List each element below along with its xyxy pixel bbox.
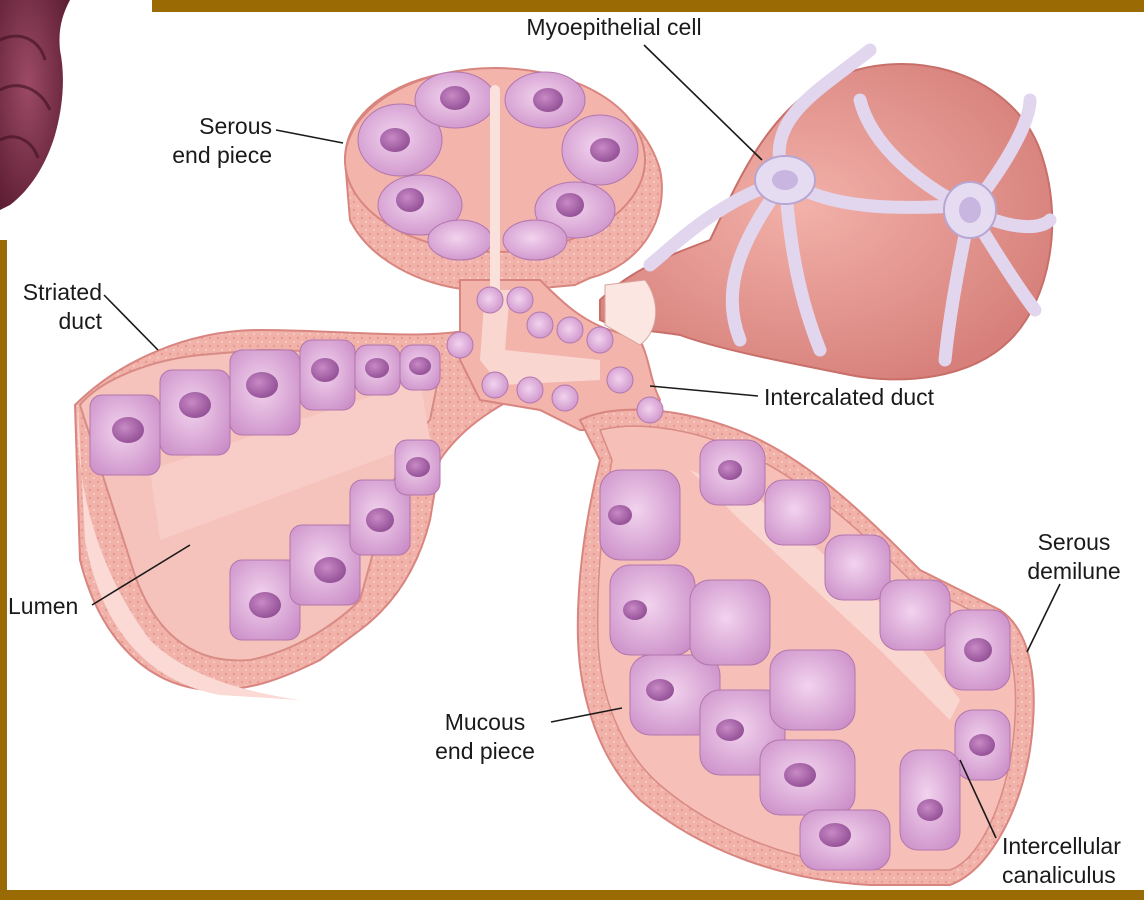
cell bbox=[610, 565, 695, 655]
cell bbox=[800, 810, 890, 870]
nucleus bbox=[249, 592, 281, 618]
cell bbox=[400, 345, 440, 390]
nucleus bbox=[380, 128, 410, 152]
nucleus bbox=[608, 505, 632, 525]
nucleus bbox=[314, 557, 346, 583]
nucleus bbox=[246, 372, 278, 398]
label-myoepithelial-cell: Myoepithelial cell bbox=[494, 13, 734, 42]
nucleus bbox=[590, 138, 620, 162]
cell bbox=[230, 350, 300, 435]
cell bbox=[505, 72, 585, 128]
nucleus bbox=[718, 460, 742, 480]
label-intercalated-duct: Intercalated duct bbox=[764, 383, 984, 412]
cell bbox=[428, 220, 492, 260]
cell bbox=[760, 740, 855, 815]
cell bbox=[395, 440, 440, 495]
nucleus bbox=[819, 823, 851, 847]
nucleus bbox=[396, 188, 424, 212]
nucleus bbox=[533, 88, 563, 112]
cell bbox=[900, 750, 960, 850]
nucleus bbox=[112, 417, 144, 443]
cell bbox=[562, 115, 638, 185]
cell bbox=[690, 580, 770, 665]
nucleus bbox=[311, 358, 339, 382]
cell bbox=[880, 580, 950, 650]
cell bbox=[355, 345, 400, 395]
nucleus bbox=[556, 193, 584, 217]
cell bbox=[503, 220, 567, 260]
label-serous-demilune: Serous demilune bbox=[1010, 528, 1138, 586]
nucleus bbox=[716, 719, 744, 741]
cell bbox=[600, 470, 680, 560]
cell bbox=[90, 395, 160, 475]
cell bbox=[955, 710, 1010, 780]
nucleus bbox=[917, 799, 943, 821]
myoepithelial-inset bbox=[600, 50, 1052, 379]
cell bbox=[700, 440, 765, 505]
nucleus bbox=[365, 358, 389, 378]
label-serous-end-piece: Serous end piece bbox=[120, 112, 272, 170]
cell bbox=[765, 480, 830, 545]
nucleus bbox=[409, 357, 431, 375]
nucleus bbox=[969, 734, 995, 756]
label-lumen: Lumen bbox=[8, 592, 98, 621]
nucleus bbox=[784, 763, 816, 787]
nucleus bbox=[406, 457, 430, 477]
cell bbox=[825, 535, 890, 600]
label-mucous-end-piece: Mucous end piece bbox=[420, 708, 550, 766]
label-intercellular-canaliculus: Intercellular canaliculus bbox=[1002, 832, 1144, 890]
label-striated-duct: Striated duct bbox=[0, 278, 102, 336]
nucleus bbox=[366, 508, 394, 532]
cell bbox=[770, 650, 855, 730]
cell bbox=[415, 72, 495, 128]
nucleus bbox=[964, 638, 992, 662]
nucleus bbox=[440, 86, 470, 110]
cell bbox=[160, 370, 230, 455]
nucleus bbox=[179, 392, 211, 418]
nucleus bbox=[623, 600, 647, 620]
cell bbox=[945, 610, 1010, 690]
nucleus bbox=[646, 679, 674, 701]
cell bbox=[300, 340, 355, 410]
